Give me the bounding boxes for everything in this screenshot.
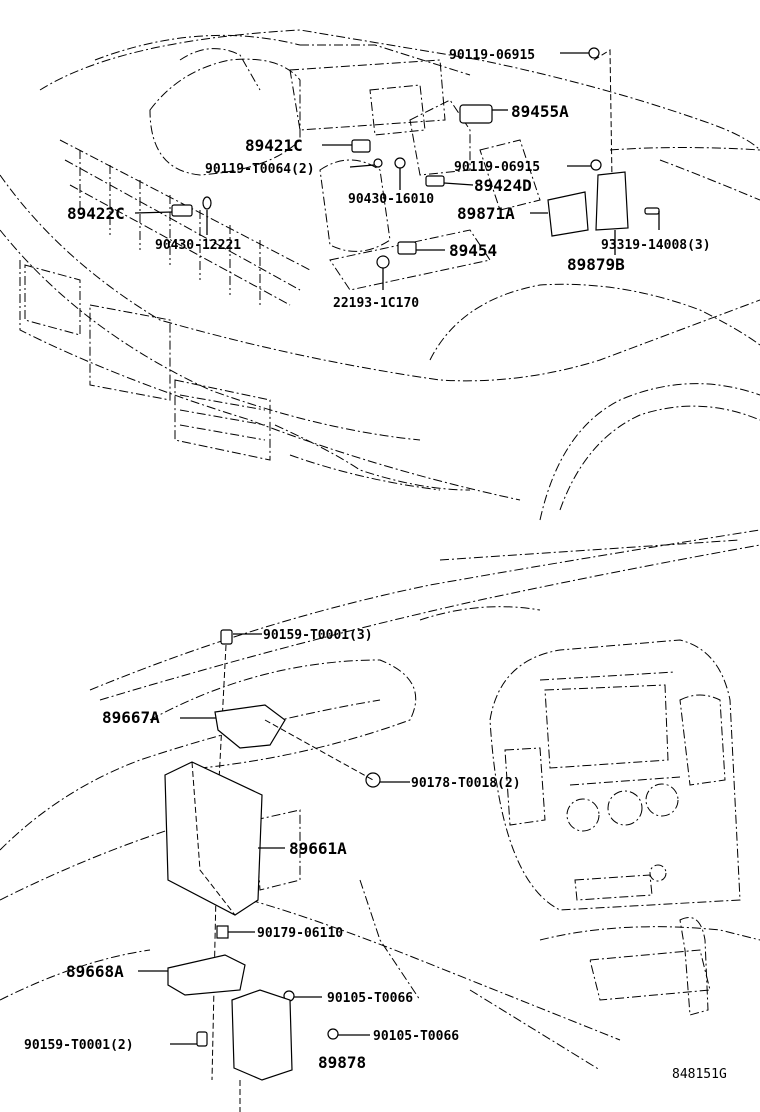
engine-bay-leaders [134, 52, 660, 290]
label-90430-12221: 90430-12221 [155, 238, 241, 253]
relay-89878 [231, 989, 293, 1081]
label-89454: 89454 [449, 241, 497, 260]
nut-90178-T0018 [365, 772, 381, 788]
bolt-93319-14008 [644, 207, 660, 215]
dashboard-illustration [0, 529, 760, 1071]
bracket-89667A [214, 704, 286, 749]
label-89455A: 89455A [511, 102, 569, 121]
label-89667A: 89667A [102, 708, 160, 727]
label-90159-T0001-2: 90159-T0001(2) [24, 1038, 134, 1053]
label-89421C: 89421C [245, 136, 303, 155]
label-89879B: 89879B [567, 255, 625, 274]
bracket-89879B [595, 171, 629, 231]
bolt-90119-06915-top [588, 47, 600, 59]
label-89661A: 89661A [289, 839, 347, 858]
engine-bay-parts [171, 47, 660, 269]
sensor-89421C [351, 139, 371, 153]
sensor-89424D [425, 175, 445, 187]
gasket-22193-1C170 [376, 255, 390, 269]
label-93319-14008: 93319-14008(3) [601, 238, 711, 253]
label-90119-06915-mid: 90119-06915 [454, 160, 540, 175]
ecu-89661A [164, 761, 263, 916]
bolt-90159-T0001-bottom [196, 1031, 208, 1047]
label-89424D: 89424D [474, 176, 532, 195]
label-90179-06110: 90179-06110 [257, 926, 343, 941]
bolt-90119-06915-mid [590, 159, 602, 171]
label-90105-T0066-b: 90105-T0066 [373, 1029, 459, 1044]
bracket-89668A [167, 954, 246, 996]
sensor-89455A [459, 104, 493, 124]
engine-bay-labels: 90119-06915 89455A 89421C 90119-T0064(2)… [67, 48, 711, 311]
label-89668A: 89668A [66, 962, 124, 981]
dashboard-parts [164, 629, 381, 1112]
module-89871A [547, 191, 589, 237]
nut-90179-06110 [216, 925, 229, 939]
engine-bay-illustration [0, 29, 760, 521]
dashboard-leaders [138, 633, 410, 1045]
figure-reference: 848151G [672, 1067, 727, 1082]
label-89422C: 89422C [67, 204, 125, 223]
label-89871A: 89871A [457, 204, 515, 223]
label-22193-1C170: 22193-1C170 [333, 296, 419, 311]
sensor-89422C [171, 204, 193, 217]
label-90178-T0018: 90178-T0018(2) [411, 776, 521, 791]
bolt-90159-T0001-top [220, 629, 233, 645]
bolt-90119-T0064 [394, 157, 406, 169]
label-90159-T0001-3: 90159-T0001(3) [263, 628, 373, 643]
label-90105-T0066-a: 90105-T0066 [327, 991, 413, 1006]
label-90119-06915-top: 90119-06915 [449, 48, 535, 63]
label-90119-T0064: 90119-T0064(2) [205, 162, 315, 177]
label-89878: 89878 [318, 1053, 366, 1072]
dashboard-labels: 90159-T0001(3) 89667A 90178-T0018(2) 896… [24, 628, 521, 1072]
bolt-90105-T0066-b [327, 1028, 339, 1040]
sensor-89454 [397, 241, 417, 255]
label-90430-16010: 90430-16010 [348, 192, 434, 207]
